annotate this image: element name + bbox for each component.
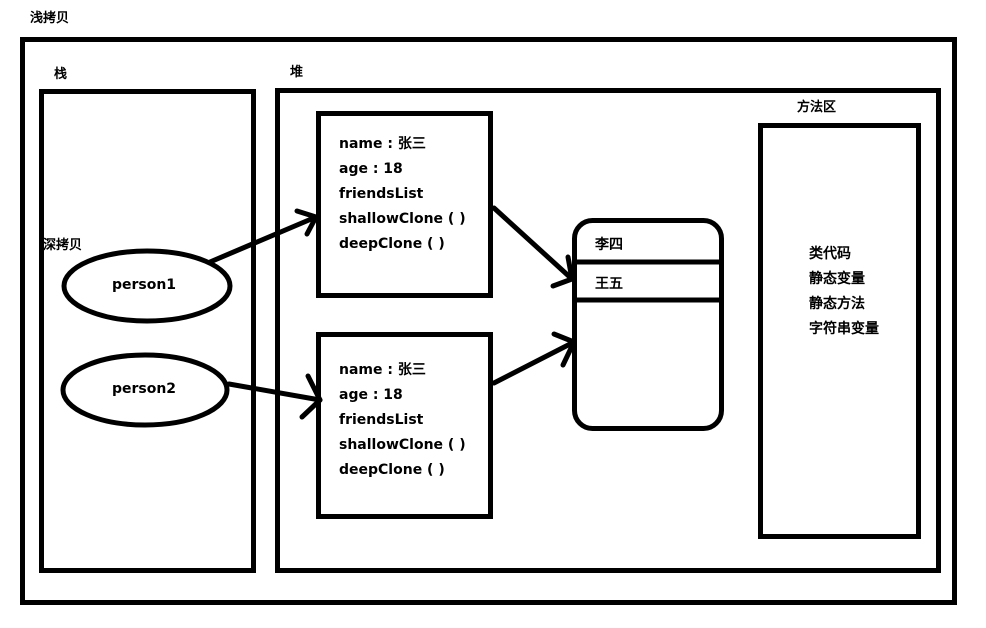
reference-ellipse [60, 352, 230, 428]
stack-note: 深拷贝 [43, 237, 82, 253]
reference-ellipse [61, 248, 233, 324]
friends-list-box [572, 218, 724, 431]
heap-label: 堆 [290, 64, 303, 80]
arrow-person2-to-object2 [226, 373, 323, 420]
object-method-shallowclone: shallowClone ( ) [339, 211, 466, 227]
method-area-item: 静态方法 [809, 295, 865, 312]
arrow-shaft [226, 381, 323, 403]
stack-label: 栈 [54, 66, 67, 82]
diagram-title: 浅拷贝 [30, 10, 69, 26]
arrow-object1-to-friendslist [491, 205, 575, 289]
friends-list[interactable]: 李四 王五 [572, 218, 724, 431]
arrow-head [294, 208, 319, 237]
heap-object-1[interactable]: name : 张三 age : 18 friendsList shallowCl… [316, 111, 493, 298]
arrow-head [550, 254, 575, 289]
object-method-shallowclone: shallowClone ( ) [339, 437, 466, 453]
method-area-box [758, 123, 921, 539]
list-item: 李四 [594, 236, 623, 253]
arrow-object2-to-friendslist [491, 331, 577, 386]
arrow-person1-to-object1 [207, 208, 319, 265]
object-field-age: age : 18 [339, 161, 403, 177]
reference-person1[interactable]: person1 [61, 248, 233, 324]
reference-label: person1 [112, 277, 176, 293]
object-method-deepclone: deepClone ( ) [339, 236, 445, 252]
object-box [316, 332, 493, 519]
arrow-shaft [491, 205, 575, 282]
object-field-name: name : 张三 [339, 136, 426, 152]
object-field-friendslist: friendsList [339, 186, 424, 202]
method-area-item: 字符串变量 [809, 320, 879, 337]
stack-box [39, 89, 256, 573]
object-box [316, 111, 493, 298]
heap-box [275, 88, 941, 573]
heap-object-2[interactable]: name : 张三 age : 18 friendsList shallowCl… [316, 332, 493, 519]
method-area-item: 类代码 [809, 245, 851, 262]
arrow-shaft [207, 214, 319, 265]
object-field-age: age : 18 [339, 387, 403, 403]
outer-frame [20, 37, 957, 605]
reference-person2[interactable]: person2 [60, 352, 230, 428]
arrow-shaft [491, 339, 577, 386]
object-field-name: name : 张三 [339, 362, 426, 378]
method-area-label: 方法区 [797, 99, 836, 115]
method-area-item: 静态变量 [809, 270, 865, 287]
object-field-friendslist: friendsList [339, 412, 424, 428]
method-area[interactable]: 类代码 静态变量 静态方法 字符串变量 [758, 123, 921, 539]
reference-label: person2 [112, 381, 176, 397]
arrow-head [299, 373, 323, 420]
arrow-head [551, 331, 577, 368]
object-method-deepclone: deepClone ( ) [339, 462, 445, 478]
list-item: 王五 [595, 276, 623, 292]
